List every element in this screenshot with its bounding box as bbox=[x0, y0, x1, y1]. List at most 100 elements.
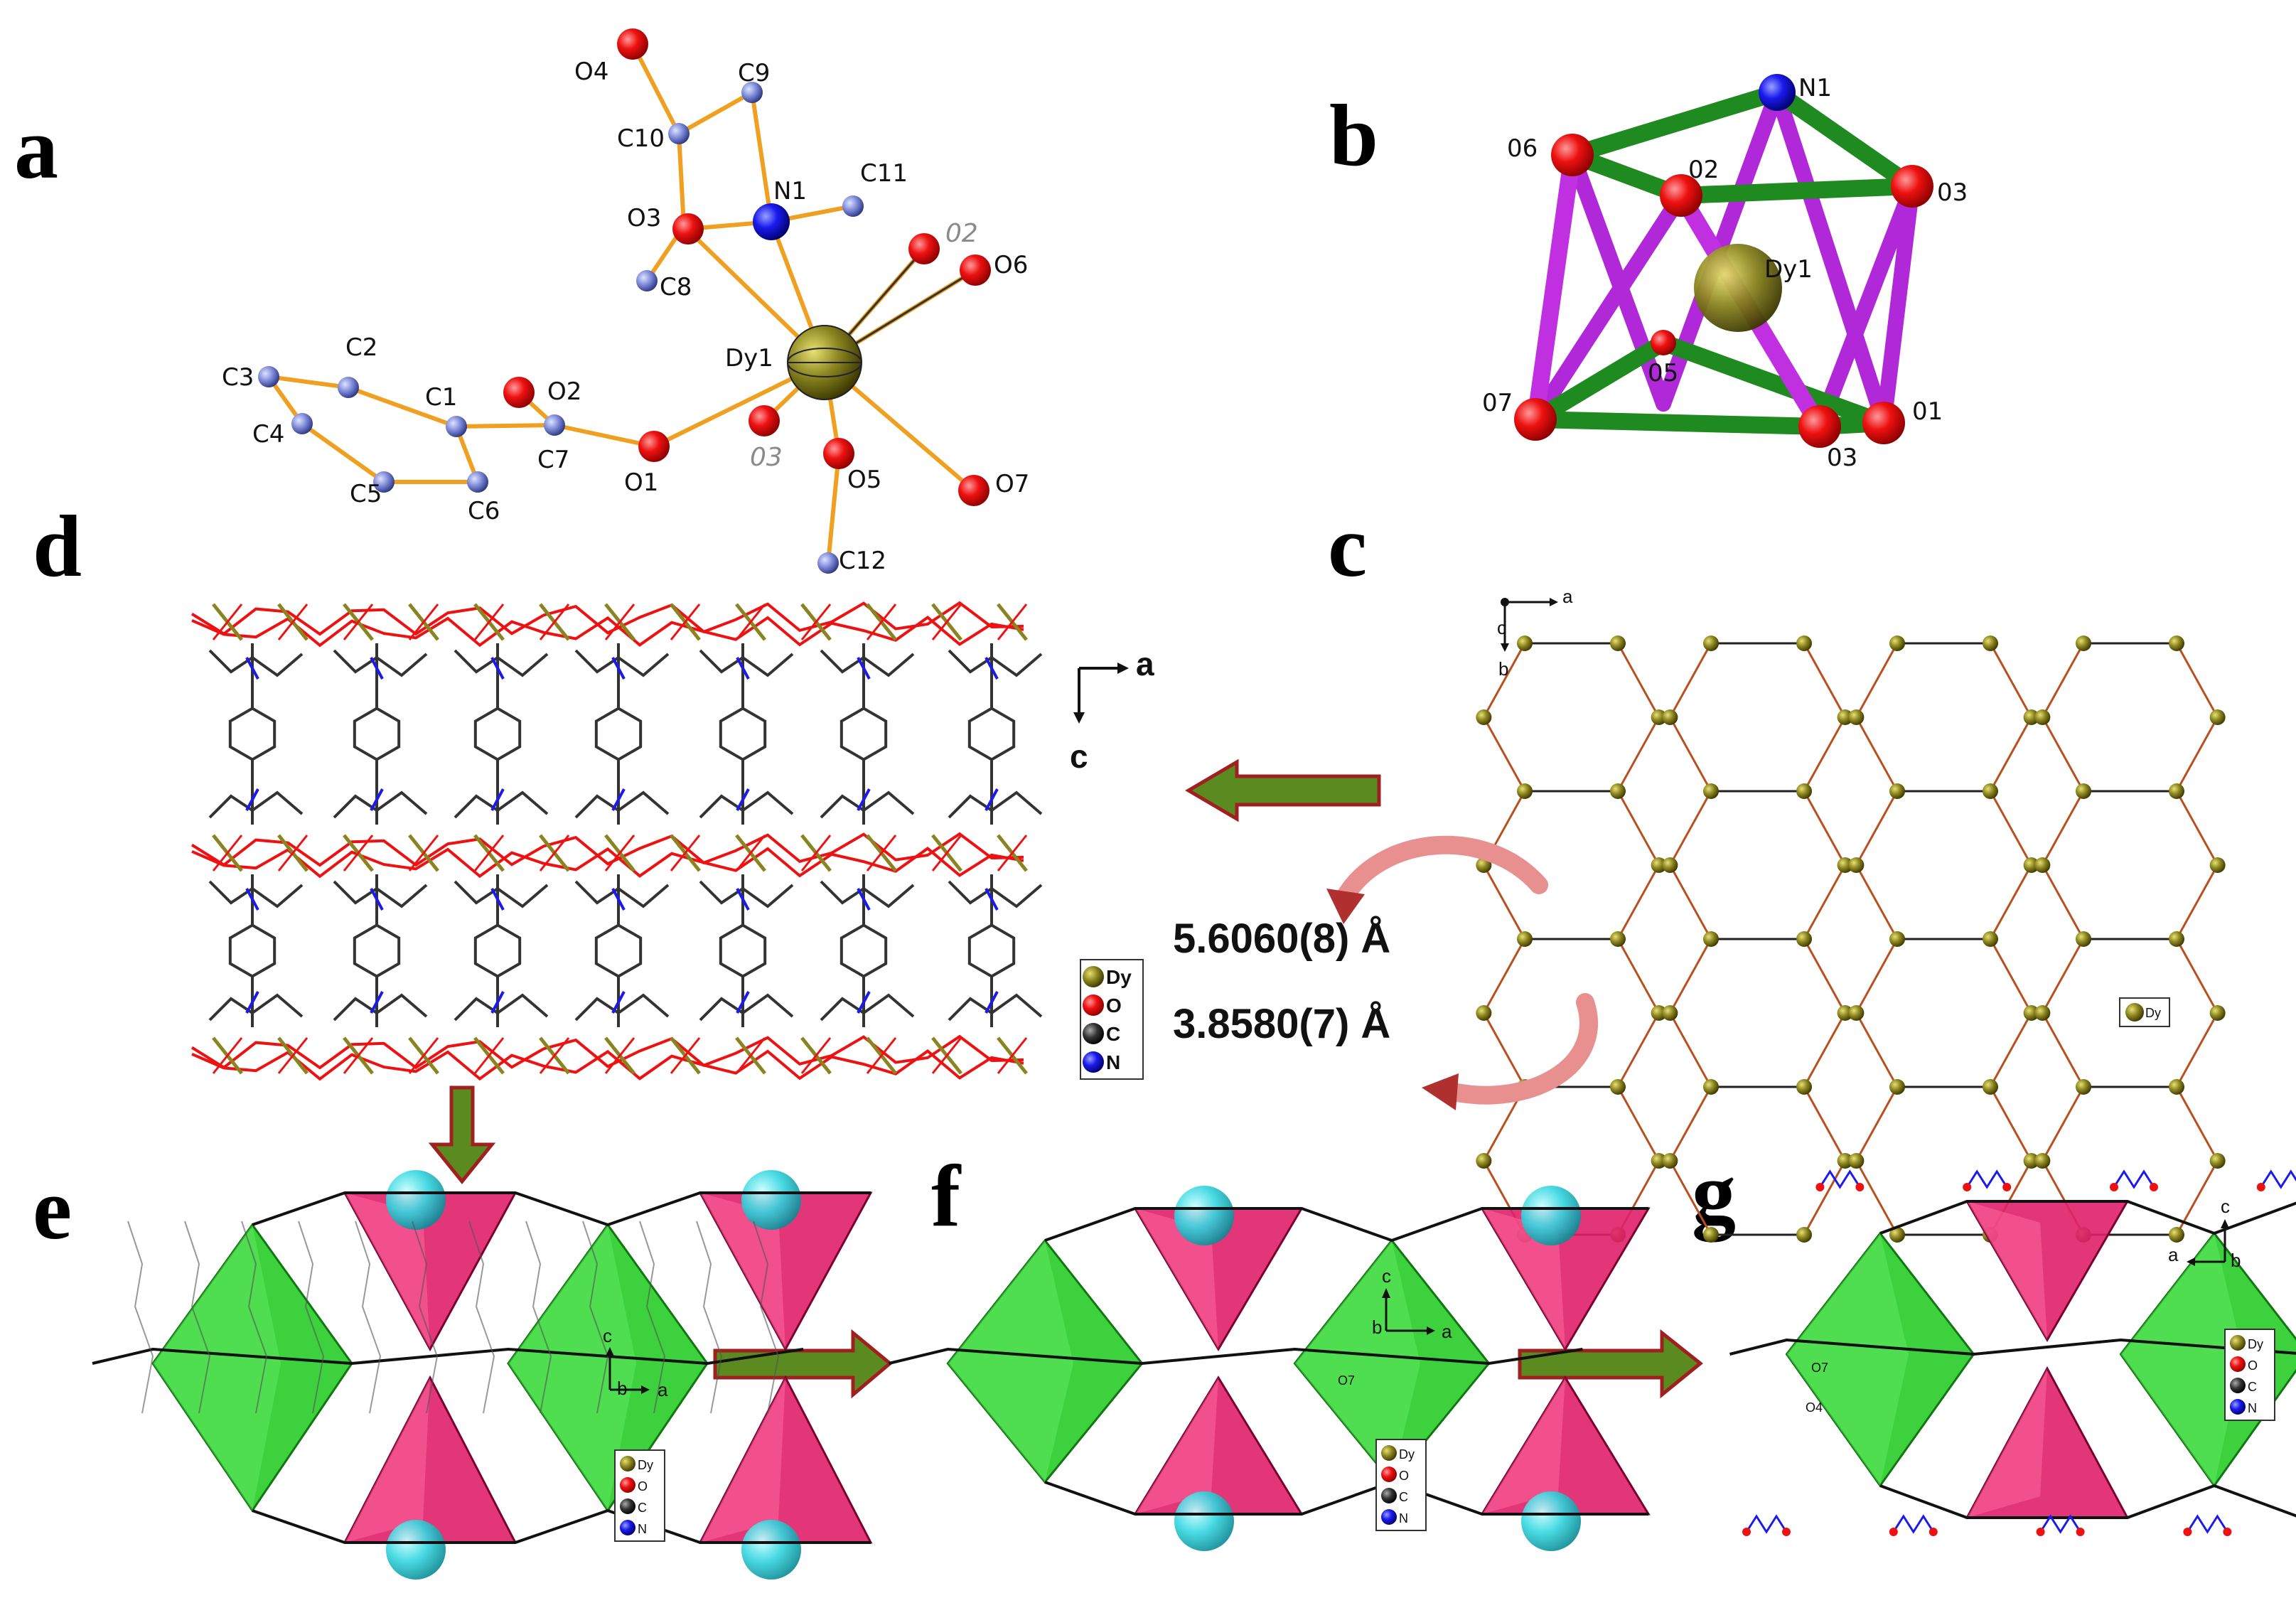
arrow-e-to-f bbox=[713, 1329, 893, 1399]
legend-entry-c: C bbox=[1399, 1490, 1408, 1504]
panel-a-carbon-atoms bbox=[258, 82, 864, 574]
distance-label-2: 3.8580(7) Å bbox=[1173, 1001, 1390, 1047]
label-a-c9: C9 bbox=[738, 59, 770, 87]
panel-c-axis-c: c bbox=[1497, 617, 1506, 638]
panel-f-polyhedral-layer bbox=[888, 1186, 1651, 1551]
legend-entry-dy: Dy bbox=[1106, 966, 1132, 988]
panel-b-dy-atom bbox=[1694, 244, 1782, 332]
legend-entry-n: N bbox=[1106, 1051, 1120, 1073]
legend-entry-dy: Dy bbox=[1399, 1447, 1415, 1462]
panel-c-axis-a: a bbox=[1562, 586, 1573, 607]
label-b-o5: 05 bbox=[1648, 359, 1678, 387]
panel-a-o1-atom bbox=[638, 431, 670, 462]
label-b-o2: 02 bbox=[1688, 156, 1719, 184]
legend-entry-o: O bbox=[2248, 1358, 2258, 1373]
panel-e-axis-a: a bbox=[658, 1379, 668, 1400]
distance-annotation: 5.6060(8) Å 3.8580(7) Å bbox=[1173, 835, 1598, 1110]
label-a-c8: C8 bbox=[660, 273, 692, 301]
label-a-c6: C6 bbox=[468, 497, 500, 525]
label-a-o1: O1 bbox=[624, 468, 658, 497]
flow-arrows bbox=[428, 758, 1703, 1399]
panel-c-honeycomb-network: a c b Dy bbox=[1476, 586, 2226, 1243]
label-a-o5: O5 bbox=[847, 466, 881, 494]
panel-c-legend-dy: Dy bbox=[2145, 1006, 2161, 1020]
arrow-d-to-e bbox=[428, 1085, 496, 1184]
legend-entry-c: C bbox=[2248, 1380, 2257, 1394]
label-a-c4: C4 bbox=[252, 420, 284, 449]
label-a-c1: C1 bbox=[425, 383, 457, 412]
label-a-n1: N1 bbox=[773, 177, 807, 205]
panel-d-axis: a c bbox=[1070, 645, 1154, 775]
label-b-dy1: Dy1 bbox=[1764, 255, 1813, 284]
panel-letter-c: c bbox=[1328, 498, 1367, 595]
label-a-c2: C2 bbox=[345, 333, 377, 362]
panel-a-n1-atom bbox=[753, 203, 790, 240]
panel-b-coordination-polyhedron: N1 06 02 03 Dy1 05 07 01 03 bbox=[1482, 74, 1968, 472]
label-a-c3: C3 bbox=[222, 363, 254, 392]
panel-a-o2-atom bbox=[503, 377, 535, 408]
panel-d-dy-oxygen-chains bbox=[191, 601, 1028, 1081]
panel-a-o7-atom bbox=[958, 475, 989, 506]
label-a-o2-sym: 02 bbox=[945, 219, 978, 248]
label-a-c11: C11 bbox=[860, 159, 908, 188]
legend-entry-c: C bbox=[638, 1501, 647, 1515]
panel-letter-d: d bbox=[33, 498, 82, 595]
distance-label-1: 5.6060(8) Å bbox=[1173, 916, 1390, 962]
panel-letter-f: f bbox=[931, 1147, 962, 1245]
label-a-o6: O6 bbox=[994, 251, 1028, 279]
panel-c-axis: a c b bbox=[1497, 586, 1573, 680]
legend-entry-n: N bbox=[638, 1522, 647, 1536]
panel-f-label-o7: O7 bbox=[1338, 1373, 1355, 1388]
label-b-o6: 06 bbox=[1507, 134, 1538, 163]
label-a-c10: C10 bbox=[617, 124, 665, 153]
label-b-o3-bot: 03 bbox=[1827, 444, 1857, 472]
panel-letter-g: g bbox=[1692, 1144, 1736, 1243]
panel-letter-a: a bbox=[14, 100, 58, 197]
panel-f-axis-b: b bbox=[1372, 1317, 1382, 1338]
label-a-dy1: Dy1 bbox=[725, 344, 773, 372]
panel-g-axis-a: a bbox=[2168, 1244, 2179, 1265]
panel-b-vertices bbox=[1514, 74, 1933, 448]
label-a-o7: O7 bbox=[995, 470, 1029, 498]
panel-e-axis-b: b bbox=[617, 1378, 627, 1399]
panel-letter-e: e bbox=[33, 1160, 72, 1258]
label-b-o3-top: 03 bbox=[1937, 178, 1968, 207]
label-b-o1: 01 bbox=[1912, 397, 1943, 426]
label-a-c7: C7 bbox=[537, 446, 569, 474]
curved-arrow-bottom bbox=[1441, 993, 1598, 1105]
label-a-o4: O4 bbox=[574, 58, 608, 86]
legend-entry-n: N bbox=[2248, 1401, 2257, 1415]
panel-letter-b: b bbox=[1329, 87, 1378, 184]
label-a-o2: O2 bbox=[547, 377, 581, 406]
panel-e-axis: c b a bbox=[603, 1325, 668, 1400]
panel-g-polyhedral-layer bbox=[1729, 1169, 2296, 1536]
legend-entry-dy: Dy bbox=[638, 1458, 653, 1472]
panel-e-axis-c: c bbox=[603, 1325, 612, 1346]
panel-f-axis-c: c bbox=[1382, 1265, 1391, 1287]
panel-a-o3i-atom bbox=[749, 405, 780, 436]
panel-g-label-o7: O7 bbox=[1811, 1361, 1828, 1375]
panel-f-axis: c b a O7 bbox=[1338, 1265, 1452, 1388]
legend-entry-o: O bbox=[638, 1479, 648, 1494]
legend-entry-n: N bbox=[1399, 1511, 1408, 1525]
label-b-n1: N1 bbox=[1798, 74, 1832, 102]
panel-a-o4-atom bbox=[617, 28, 648, 60]
panel-a-o3-atom bbox=[672, 213, 704, 245]
panel-e-polyhedral-layer bbox=[92, 1170, 873, 1580]
label-a-o3-sym: 03 bbox=[750, 443, 783, 472]
panel-d-axis-a: a bbox=[1136, 645, 1154, 682]
panel-c-legend: Dy bbox=[2119, 997, 2170, 1027]
label-a-c5: C5 bbox=[350, 480, 382, 508]
panel-c-bonds bbox=[1483, 642, 2219, 1236]
legend-entry-dy: Dy bbox=[2248, 1337, 2263, 1351]
legend-entry-o: O bbox=[1106, 994, 1122, 1017]
panel-g-label-o4: O4 bbox=[1806, 1400, 1823, 1415]
arrow-f-to-g bbox=[1518, 1329, 1703, 1399]
label-a-c12: C12 bbox=[839, 547, 886, 575]
panel-c-axis-b: b bbox=[1498, 658, 1508, 680]
